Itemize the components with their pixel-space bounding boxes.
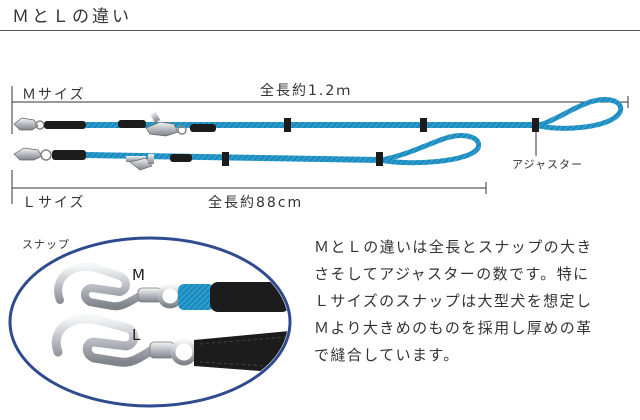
description-line: ＭとＬの違いは全長とスナップの大き bbox=[314, 238, 593, 256]
snap-l-label: L bbox=[132, 326, 141, 344]
l-left-leather-sleeve bbox=[52, 150, 86, 160]
description-line: Ｍより大きめのものを採用し厚めの革 bbox=[314, 319, 593, 337]
l-leash bbox=[13, 133, 482, 171]
m-snap-closeup bbox=[54, 262, 288, 312]
m-left-snap-hook bbox=[13, 117, 39, 131]
description-text: ＭとＬの違いは全長とスナップの大き さそしてアジャスターの数です。特に Ｌサイズ… bbox=[314, 234, 636, 369]
snap-section-label: スナップ bbox=[22, 238, 70, 251]
m-adjuster-3 bbox=[532, 118, 539, 132]
snap-m-label: M bbox=[132, 266, 145, 284]
l-middle-snap-hook bbox=[129, 157, 153, 171]
m-length-label: 全長約1.2ｍ bbox=[260, 83, 353, 99]
m-leash bbox=[13, 97, 624, 137]
m-middle-leather-sleeve-2 bbox=[190, 124, 216, 132]
l-middle-snap-base bbox=[126, 156, 146, 162]
description-line: で縫合しています。 bbox=[314, 346, 460, 364]
description-line: さそしてアジャスターの数です。特に bbox=[314, 265, 590, 283]
m-left-leather-sleeve bbox=[44, 121, 86, 129]
l-adjuster bbox=[222, 152, 229, 166]
m-adjuster-2 bbox=[420, 118, 427, 132]
l-adjuster-2 bbox=[376, 152, 383, 166]
page-title: ＭとＬの違い bbox=[12, 7, 132, 27]
m-dimension-bracket bbox=[11, 86, 629, 134]
m-adjuster-1 bbox=[284, 118, 291, 132]
snap-comparison-oval: M L bbox=[8, 236, 292, 408]
l-middle-leather-sleeve bbox=[170, 154, 192, 162]
description-line: Ｌサイズのスナップは大型犬を想定し bbox=[314, 292, 593, 310]
adjuster-label: アジャスター bbox=[512, 158, 584, 171]
l-length-label: 全長約88cm bbox=[208, 195, 304, 211]
title-underline bbox=[0, 30, 640, 31]
m-size-label: Ｍサイズ bbox=[22, 87, 86, 103]
l-dimension-bracket bbox=[11, 170, 487, 204]
l-left-snap-hook bbox=[13, 147, 43, 161]
m-middle-leather-sleeve bbox=[118, 120, 146, 128]
l-size-label: Ｌサイズ bbox=[22, 195, 86, 211]
